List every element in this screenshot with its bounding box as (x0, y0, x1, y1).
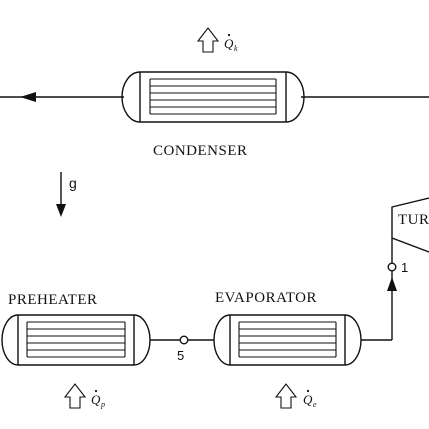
preheater-heat-exchanger (1, 314, 151, 366)
condenser-heat-label: Q k (224, 33, 238, 53)
condenser-heat-subscript: k (234, 44, 238, 53)
evaporator-label: EVAPORATOR (215, 290, 317, 306)
condenser-heat-exchanger (121, 71, 305, 123)
condenser-heat-symbol: Q (224, 36, 234, 51)
node-5-label: 5 (177, 348, 184, 363)
node-5-marker (179, 335, 189, 345)
evaporator-heat-exchanger (213, 314, 362, 366)
preheater-evaporator-line (150, 335, 214, 345)
preheater-heat-label: Q p (91, 389, 105, 409)
preheater-heat-symbol: Q (91, 392, 101, 407)
condenser-heat-dot (227, 33, 231, 37)
flow-arrow-left-icon (20, 92, 36, 102)
gravity-arrow-down-icon (56, 204, 66, 217)
preheater-heat-dot (94, 389, 98, 393)
gravity-label: g (69, 175, 77, 191)
turbine-inlet-line (361, 238, 397, 341)
evaporator-heat-symbol: Q (303, 392, 313, 407)
condenser-heat-arrow (196, 27, 220, 53)
condenser-label: CONDENSER (153, 143, 248, 159)
evaporator-heat-subscript: e (313, 400, 317, 409)
flow-arrow-up-icon (387, 277, 397, 291)
node-1-label: 1 (401, 260, 408, 275)
preheater-heat-arrow (63, 383, 87, 409)
evaporator-heat-arrow (274, 383, 298, 409)
gravity-arrow (56, 172, 66, 217)
evaporator-heat-label: Q e (303, 389, 317, 409)
node-1-marker (387, 262, 397, 272)
turbine (391, 197, 429, 253)
evaporator-heat-dot (306, 389, 310, 393)
preheater-label: PREHEATER (8, 292, 98, 308)
turbine-label: TUR (398, 212, 429, 228)
condenser-flow-line (0, 92, 429, 102)
preheater-heat-subscript: p (100, 400, 105, 409)
